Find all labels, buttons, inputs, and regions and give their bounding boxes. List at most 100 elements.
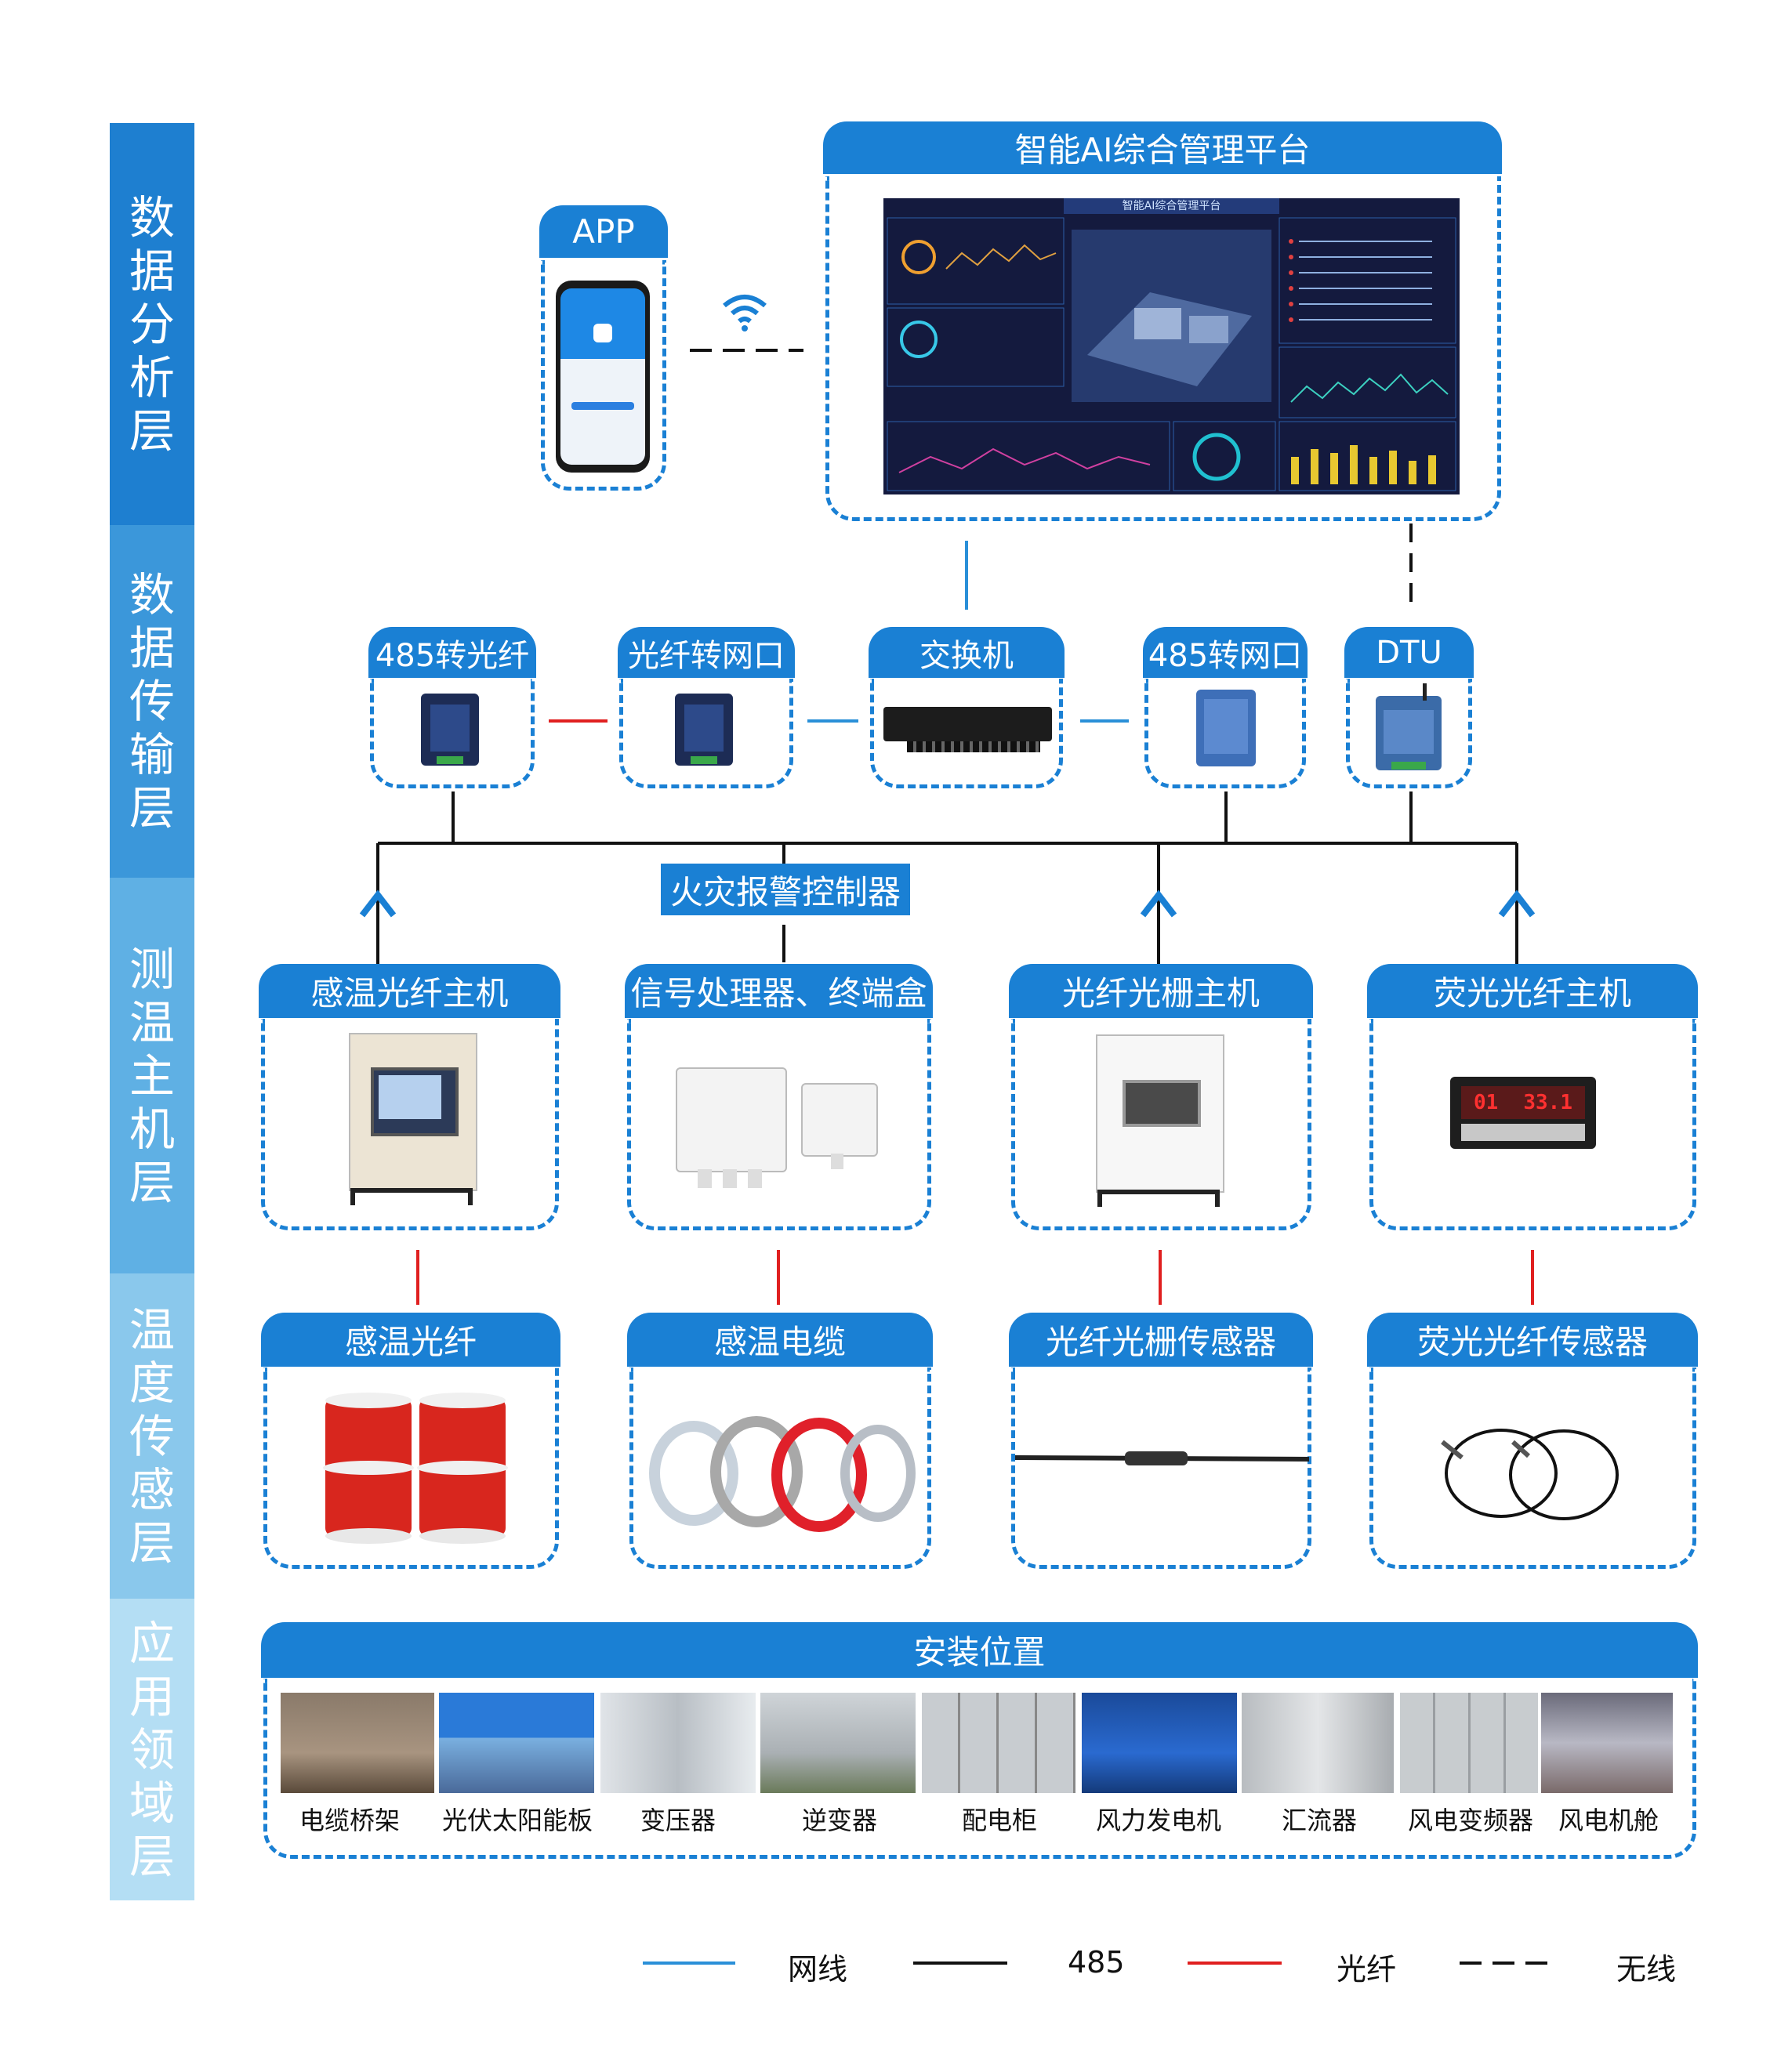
wind-converter-photo [1400, 1693, 1538, 1793]
layer-char: 输 [129, 728, 175, 781]
distribution-cabinet-photo [922, 1693, 1075, 1793]
switch-device [883, 707, 1052, 752]
fluorescent-sensor-image [1441, 1429, 1619, 1520]
switch-title: 交换机 [869, 627, 1065, 682]
layer-char: 度 [129, 1356, 175, 1410]
legend-rs485-label: 485 [1068, 1945, 1125, 1980]
dashboard-header: 智能AI综合管理平台 [1064, 198, 1279, 214]
layer-char: 数 [129, 568, 175, 621]
temp-fiber-host-device [349, 1033, 477, 1207]
fluorescent-host-device: 01 33.1 [1450, 1077, 1596, 1149]
fiber-ethernet-title: 光纤转网口 [618, 627, 795, 682]
temp-cable-box [629, 1367, 931, 1569]
install-label: 汇流器 [1281, 1806, 1357, 1835]
phone-image [556, 281, 650, 473]
host-stand [1097, 1190, 1220, 1207]
wind-generator-photo [1082, 1693, 1237, 1793]
rs485-fiber-title: 485转光纤 [368, 627, 536, 682]
layer-char: 层 [129, 781, 175, 835]
layer-char: 温 [129, 1302, 175, 1357]
login-button [571, 402, 634, 410]
rs485-ethernet-device [1196, 690, 1256, 766]
cable-gland [723, 1169, 737, 1188]
temp-fiber-host-box [261, 1019, 559, 1230]
device-panel [1384, 710, 1434, 754]
switch-box [870, 679, 1063, 788]
legend-lines [643, 1962, 1554, 1965]
layer-char: 温 [129, 995, 175, 1049]
terminal-box [801, 1083, 878, 1157]
layer-char: 用 [129, 1669, 175, 1723]
install-label: 变压器 [640, 1806, 716, 1835]
layer-host: 测 温 主 机 层 [110, 878, 194, 1273]
nacelle-photo [1541, 1693, 1673, 1793]
grating-sensor-box [1011, 1367, 1311, 1569]
cable-gland [698, 1169, 712, 1188]
layer-char: 感 [129, 1462, 175, 1516]
dashboard-screenshot: 智能AI综合管理平台 [883, 198, 1460, 494]
install-label: 电缆桥架 [299, 1806, 400, 1835]
host-screen [371, 1067, 459, 1136]
install-label: 配电柜 [961, 1806, 1037, 1835]
layer-application: 应 用 领 域 层 [110, 1599, 194, 1900]
temp-fiber-spools-image [323, 1393, 508, 1544]
fluorescent-sensor-box [1369, 1367, 1696, 1569]
app-logo-icon [593, 324, 612, 342]
processor-box [676, 1067, 787, 1172]
layer-char: 域 [129, 1776, 175, 1830]
rs485-ethernet-box [1144, 679, 1306, 788]
terminal-box-device [801, 1083, 878, 1169]
layer-char: 应 [129, 1616, 175, 1670]
install-label: 风电机舱 [1558, 1806, 1659, 1835]
device-panel [684, 705, 724, 752]
grating-host-device [1096, 1034, 1224, 1208]
layer-char: 数 [129, 190, 175, 245]
layer-transport: 数 据 传 输 层 [110, 525, 194, 878]
rs485-ethernet-title: 485转网口 [1143, 627, 1308, 682]
install-label: 逆变器 [801, 1806, 877, 1835]
dtu-device [1376, 683, 1442, 770]
temp-fiber-title: 感温光纤 [261, 1313, 560, 1371]
device-panel [1204, 699, 1248, 754]
device-panel [430, 705, 470, 752]
wifi-icon [723, 295, 767, 331]
app-box [541, 260, 666, 491]
layer-analysis: 数 据 分 析 层 [110, 123, 194, 525]
host-screen [1123, 1080, 1201, 1127]
install-label: 风力发电机 [1095, 1806, 1221, 1835]
layer-char: 传 [129, 1409, 175, 1463]
meter-label-strip [1461, 1124, 1585, 1141]
device-terminal [1391, 762, 1426, 770]
cable-gland [831, 1154, 843, 1169]
fiber-ethernet-device [675, 694, 733, 766]
signal-processor-device [676, 1067, 787, 1191]
layer-char: 层 [129, 1516, 175, 1570]
cable-gland [748, 1169, 762, 1188]
layer-char: 析 [129, 350, 175, 404]
signal-processor-title: 信号处理器、终端盒 [625, 964, 933, 1022]
layer-char: 据 [129, 621, 175, 675]
combiner-box-photo [1242, 1693, 1394, 1793]
grating-host-box [1011, 1019, 1311, 1230]
layer-char: 据 [129, 244, 175, 298]
host-stand [350, 1188, 473, 1205]
fluorescent-host-title: 荧光光纤主机 [1367, 964, 1698, 1022]
temp-fiber-box [263, 1367, 559, 1569]
switch-ports [907, 741, 1040, 752]
layer-char: 领 [129, 1722, 175, 1777]
dtu-antenna [1423, 683, 1427, 701]
meter-display: 01 33.1 [1461, 1086, 1585, 1119]
install-label: 风电变频器 [1407, 1806, 1533, 1835]
layer-sensor: 温 度 传 感 层 [110, 1273, 194, 1599]
dashboard-graphics [887, 217, 1456, 491]
solar-panel-photo [439, 1693, 594, 1793]
device-terminal [437, 756, 463, 764]
fluorescent-sensor-title: 荧光光纤传感器 [1367, 1313, 1698, 1371]
dtu-title: DTU [1344, 627, 1474, 682]
grating-host-title: 光纤光栅主机 [1009, 964, 1313, 1022]
platform-box [825, 176, 1501, 521]
layer-char: 分 [129, 297, 175, 351]
grating-sensor-image [1015, 1451, 1309, 1465]
transformer-photo [600, 1693, 756, 1793]
legend-ethernet-label: 网线 [788, 1952, 848, 1987]
